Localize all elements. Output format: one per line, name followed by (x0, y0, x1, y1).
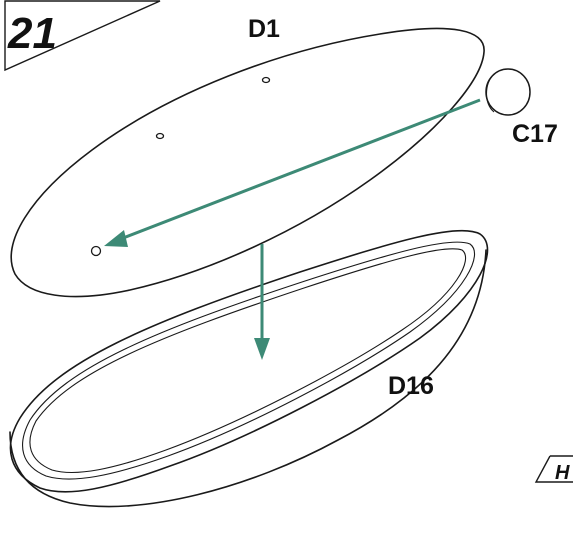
cap-target-hole (90, 245, 102, 257)
tray-bottom-edge (9, 249, 487, 508)
label-c17: C17 (512, 120, 558, 148)
cap-edge (485, 73, 495, 113)
tray-inner-rim (22, 241, 475, 480)
panel-outline (10, 27, 485, 298)
screw-hole (261, 76, 271, 84)
cap-c17 (485, 68, 531, 116)
step-badge-frame (4, 0, 161, 72)
step-badge: 21 (4, 0, 161, 72)
panel-d1 (10, 27, 485, 298)
arrow-cap-to-hole (104, 98, 481, 247)
step-number: 21 (7, 9, 57, 58)
corner-mark-frame (534, 455, 573, 483)
tray-outer-rim (9, 229, 489, 493)
tray-d16 (9, 229, 489, 508)
label-d1: D1 (248, 15, 280, 43)
label-d16: D16 (388, 372, 434, 400)
tray-inner-rim-2 (29, 248, 467, 474)
corner-mark: H (534, 455, 573, 484)
corner-mark-letter: H (555, 462, 570, 484)
screw-hole (155, 132, 165, 140)
arrow-panel-to-tray (254, 244, 270, 360)
